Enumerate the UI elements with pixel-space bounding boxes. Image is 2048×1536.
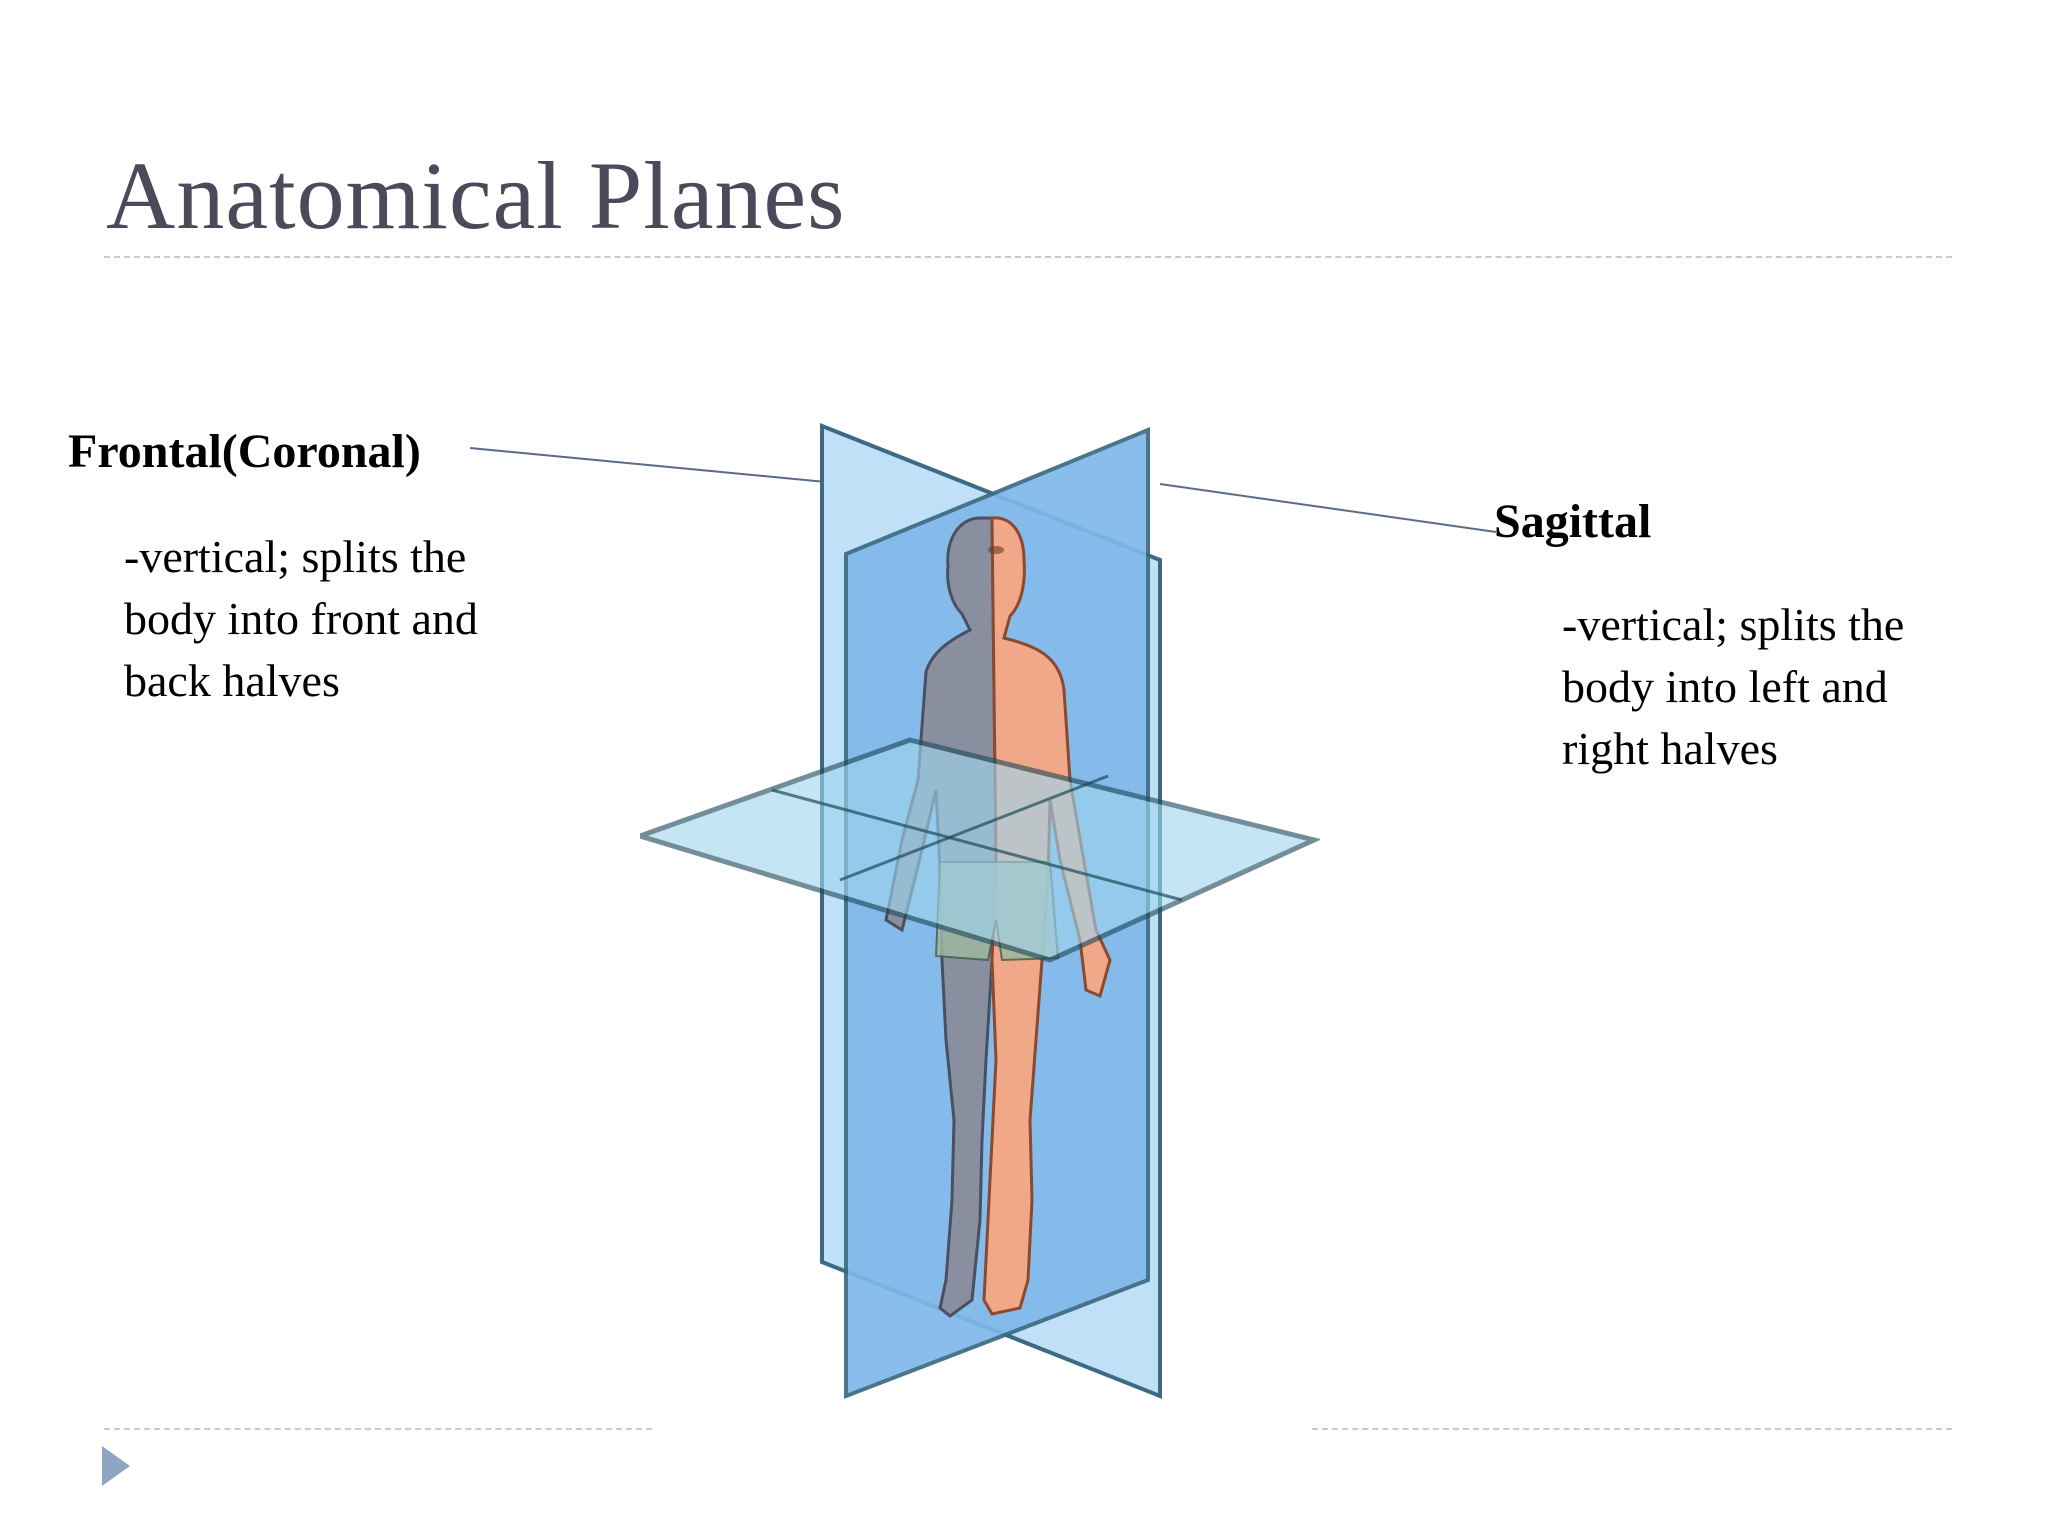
slide-title: Anatomical Planes bbox=[106, 142, 846, 249]
footer-divider-right bbox=[1312, 1428, 1952, 1430]
plane-intersection-line bbox=[839, 774, 1109, 882]
sagittal-description-line: right halves bbox=[1562, 723, 1778, 774]
frontal-leader-line bbox=[469, 447, 827, 483]
anatomical-planes-figure bbox=[640, 423, 1320, 1399]
frontal-description-line: -vertical; splits the bbox=[124, 531, 467, 582]
frontal-label: Frontal(Coronal) bbox=[68, 425, 421, 478]
footer-divider-left bbox=[104, 1428, 652, 1430]
transverse-plane bbox=[640, 737, 1320, 963]
sagittal-leader-line bbox=[1159, 483, 1497, 533]
frontal-description-line: back halves bbox=[124, 655, 340, 706]
frontal-description: -vertical; splits the body into front an… bbox=[124, 526, 544, 712]
sagittal-description: -vertical; splits the body into left and… bbox=[1562, 594, 1982, 780]
sagittal-description-line: -vertical; splits the bbox=[1562, 599, 1905, 650]
title-divider bbox=[104, 256, 1952, 258]
triangle-bullet-icon bbox=[102, 1446, 130, 1486]
plane-intersection-line bbox=[771, 788, 1183, 902]
frontal-description-line: body into front and bbox=[124, 593, 478, 644]
sagittal-description-line: body into left and bbox=[1562, 661, 1888, 712]
sagittal-label: Sagittal bbox=[1494, 495, 1652, 548]
